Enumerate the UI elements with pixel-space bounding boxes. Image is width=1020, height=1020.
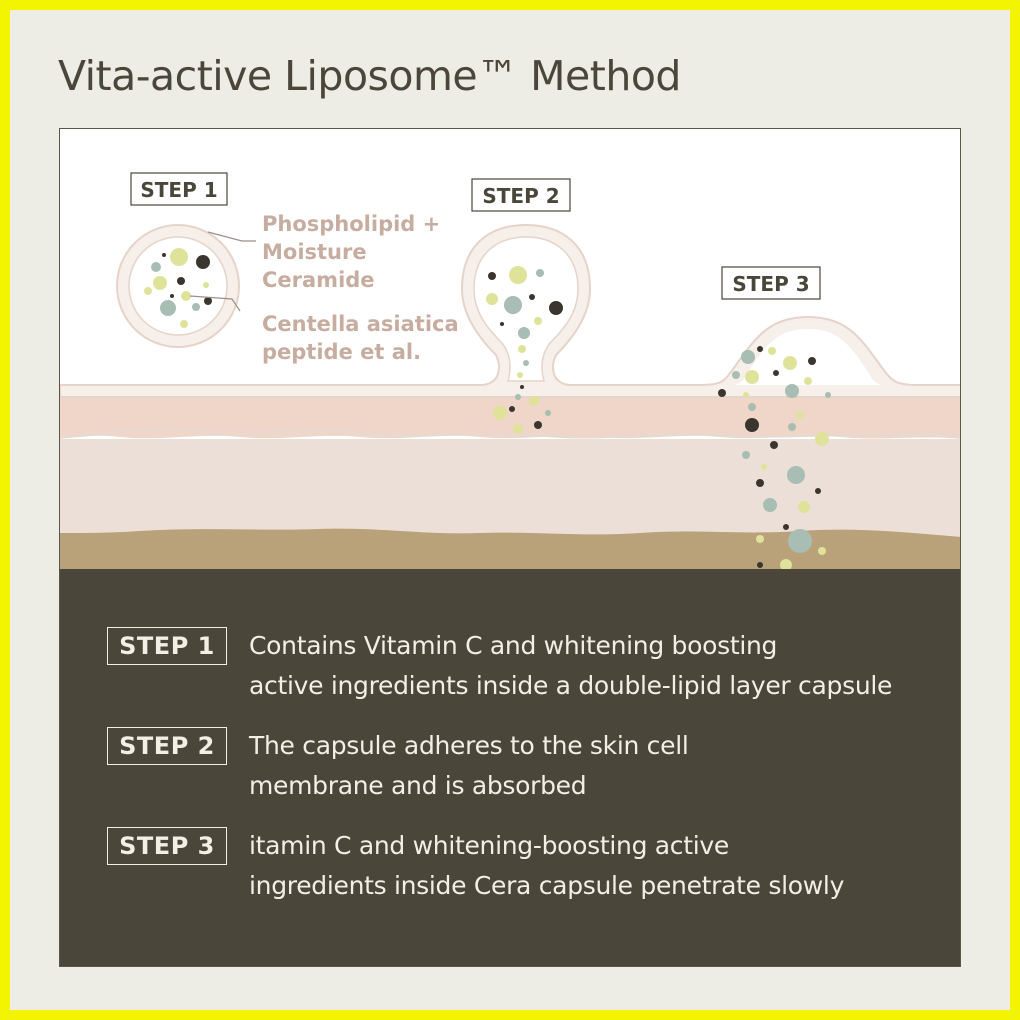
step-description-2: The capsule adheres to the skin cell mem…: [249, 726, 949, 806]
skin-top-ridge: [60, 427, 960, 439]
step-1-line-2: active ingredients inside a double-lipid…: [249, 671, 893, 700]
step1-particles: [144, 248, 212, 328]
step3-label: STEP 3: [732, 272, 809, 296]
skin-top-layer: [60, 391, 960, 439]
step1-label: STEP 1: [140, 178, 217, 202]
step-1-line-1: Contains Vitamin C and whitening boostin…: [249, 631, 778, 660]
skin-mid-layer: [60, 439, 960, 537]
step2-label: STEP 2: [482, 184, 559, 208]
step-badge-2: STEP 2: [107, 727, 227, 765]
step-3-line-2: ingredients inside Cera capsule penetrat…: [249, 871, 845, 900]
step3-label-box: [721, 266, 821, 300]
leader-line-inner: [189, 295, 241, 312]
step2-label-box: [471, 178, 571, 212]
step-badge-1: STEP 1: [107, 627, 227, 665]
step-description-1: Contains Vitamin C and whitening boostin…: [249, 626, 949, 706]
step3-particles: [718, 346, 831, 569]
page-title: Vita-active Liposome™ Method: [58, 52, 681, 100]
step2-particles: [486, 266, 563, 434]
step1-label-box: [130, 172, 228, 206]
infographic-frame: Vita-active Liposome™ Method: [10, 10, 1010, 1010]
step-3-line-1: itamin C and whitening-boosting active: [249, 831, 729, 860]
step-2-line-2: membrane and is absorbed: [249, 771, 587, 800]
leader-line-outer: [207, 231, 256, 242]
step3-capsule-inner: [734, 329, 882, 385]
step-description-3: itamin C and whitening-boosting active i…: [249, 826, 949, 906]
step-2-line-1: The capsule adheres to the skin cell: [249, 731, 689, 760]
step-badge-3: STEP 3: [107, 827, 227, 865]
step2-capsule-inner: [473, 236, 579, 382]
steps-panel: STEP 1 Contains Vitamin C and whitening …: [60, 569, 960, 966]
